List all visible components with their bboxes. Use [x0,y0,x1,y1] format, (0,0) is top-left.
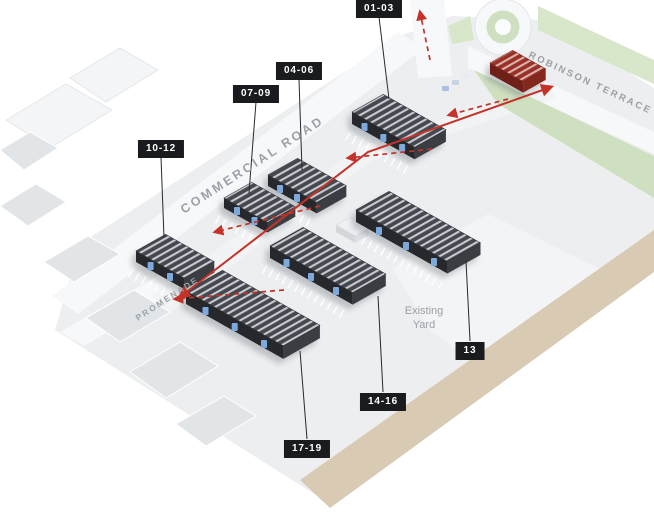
leader-14-16 [377,295,384,393]
route-dashed-4 [446,98,509,119]
plot-outlines [5,47,159,149]
unit-label-04-06: 04-06 [275,62,323,80]
unit-label-17-19: 17-19 [283,440,331,458]
unit-label-10-12: 10-12 [137,140,185,158]
leader-10-12 [160,156,165,239]
area-label-existing-yard-line2: Yard [413,319,435,331]
boundary-band [300,230,654,508]
route-dashed-3 [172,289,285,304]
loading-doors [147,262,173,281]
route-main [177,84,555,299]
leader-17-19 [299,350,308,440]
circulation-routes [172,9,555,304]
leader-01-03 [378,16,390,100]
unit-label-07-09: 07-09 [232,85,280,103]
leader-lines [160,16,471,440]
neighbour-buildings [0,131,257,447]
leader-07-09 [248,101,257,194]
route-dashed-5 [416,9,431,61]
unit-label-13: 13 [455,342,485,360]
unit-label-14-16: 14-16 [359,393,407,411]
roundabout [474,0,532,56]
route-dashed-2 [212,205,321,236]
leader-04-06 [298,78,303,171]
loading-doors [202,307,267,348]
unit-label-01-03: 01-03 [355,0,403,18]
leader-13 [465,260,471,342]
area-label-existing-yard-line1: Existing [405,305,444,317]
